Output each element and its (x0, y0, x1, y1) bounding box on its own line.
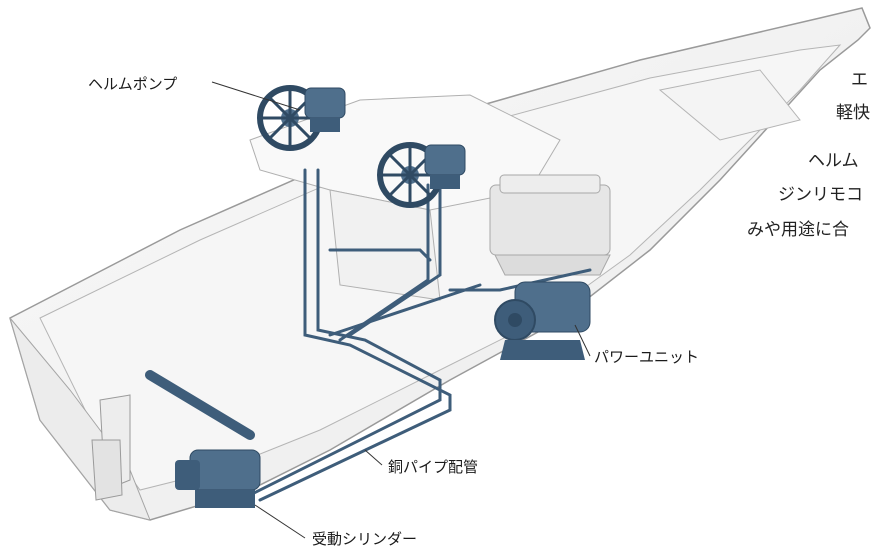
helm-pump-mount-1 (310, 118, 340, 132)
helm-pump-mount-2 (430, 175, 460, 189)
leader-copper-pipe (364, 449, 383, 466)
steering-cylinder (145, 370, 261, 508)
pipe-3 (338, 183, 430, 342)
label-copper-pipe: 銅パイプ配管 (388, 458, 479, 476)
leader-power-unit (574, 324, 591, 357)
pipe-2 (248, 168, 442, 497)
power-unit-base (500, 340, 585, 360)
helm-pump-body-2 (424, 144, 466, 176)
power-unit (494, 281, 591, 360)
leader-helm-pump (211, 81, 301, 111)
rudder (91, 439, 123, 501)
pipe-4 (348, 183, 442, 337)
leader-cylinder (254, 504, 306, 539)
helm-spokes-2 (380, 145, 440, 205)
label-helm-pump: ヘルムポンプ (88, 75, 178, 93)
cylinder-body (189, 449, 261, 491)
engine (489, 174, 611, 276)
engine-head (499, 174, 601, 194)
leader-lines (211, 81, 591, 539)
helm-spokes-1 (260, 88, 320, 148)
helm-pump-body-1 (304, 87, 346, 119)
tiller-arm (145, 370, 255, 440)
bow-hatch (658, 69, 801, 141)
helm-pump-2 (377, 142, 466, 208)
copper-pipes (248, 168, 592, 502)
label-power-unit: パワーユニット (594, 348, 700, 366)
pipe-1 (258, 168, 452, 502)
pipe-7 (328, 248, 432, 262)
cylinder-base (195, 490, 255, 508)
label-cylinder: 受動シリンダー (312, 530, 418, 548)
cylinder-head (175, 460, 200, 490)
helm-pump-1 (257, 85, 346, 151)
engine-block (489, 184, 611, 256)
engine-manifold (494, 254, 611, 276)
pipe-6 (328, 283, 482, 337)
power-unit-pulley-hub (508, 313, 522, 327)
